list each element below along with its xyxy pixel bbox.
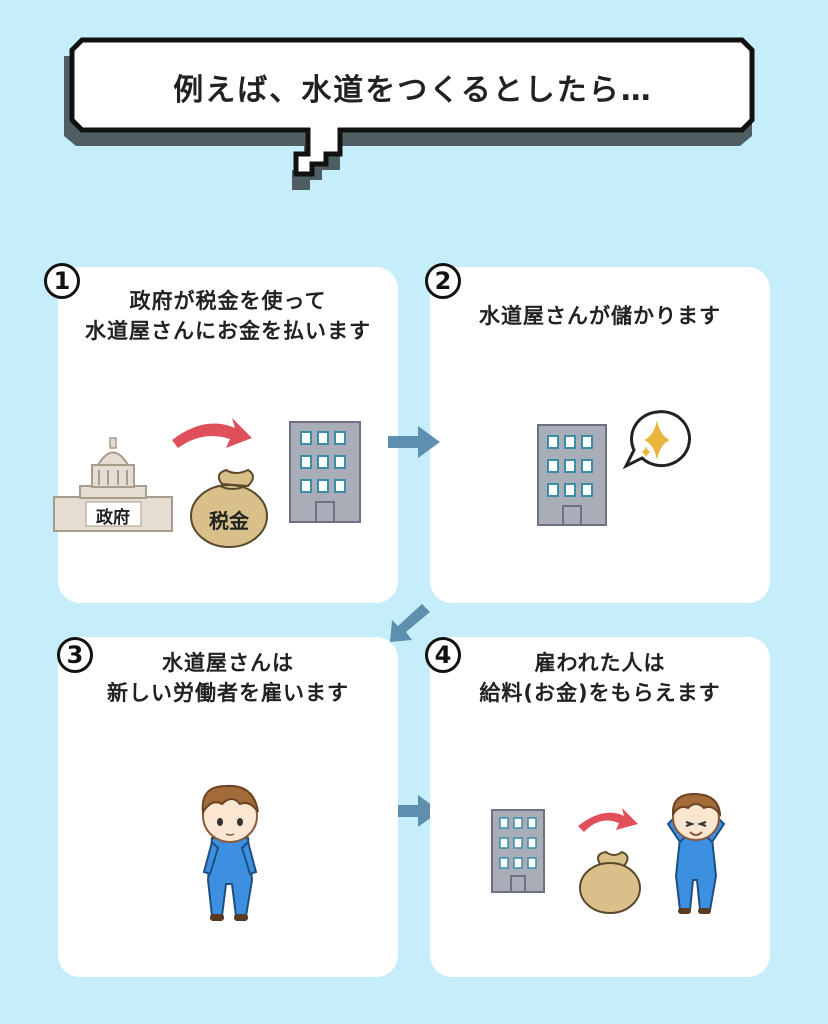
tax-label: 税金 (209, 509, 249, 533)
step-1-caption-line-2: 水道屋さんにお金を払います (85, 319, 371, 343)
step-4-caption-line-2: 給料(お金)をもらえます (479, 681, 721, 705)
page-title: 例えば、水道をつくるとしたら… (173, 73, 653, 108)
step-1-caption-line-1: 政府が税金を使って (129, 289, 327, 313)
government-label: 政府 (96, 508, 130, 528)
step-3-caption-line-2: 新しい労働者を雇います (107, 681, 349, 705)
title-speech-bubble: 例えば、水道をつくるとしたら… (0, 0, 828, 200)
step-2-caption-line-1: 水道屋さんが儲かります (479, 304, 721, 328)
step-1-number: 1 (44, 263, 80, 299)
step-4-caption-line-1: 雇われた人は (534, 651, 666, 675)
step-2-number: 2 (425, 263, 461, 299)
flow-arrow-diagonal-icon (390, 604, 430, 642)
step-3-number: 3 (57, 637, 93, 673)
step-3-caption-line-1: 水道屋さんは (162, 651, 294, 675)
speech-bubble-shape (64, 37, 755, 190)
step-4-number: 4 (425, 637, 461, 673)
